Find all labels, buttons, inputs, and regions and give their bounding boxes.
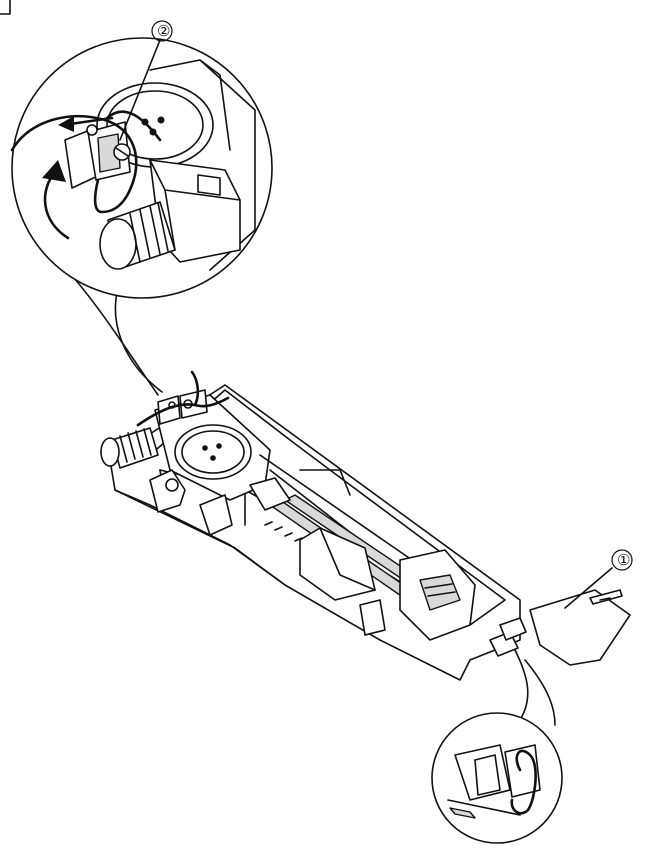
detail-circle-top-leader-2 xyxy=(114,287,163,393)
detail-circle-bottom xyxy=(431,649,563,844)
thread-bottom xyxy=(510,749,537,815)
adjustment-knob xyxy=(99,218,137,270)
page-corner-mark xyxy=(0,0,11,15)
buttonhole-foot xyxy=(100,370,631,681)
detail-circle-bottom-leader xyxy=(514,649,529,721)
thread-top xyxy=(10,114,138,214)
callout-1-label: ① xyxy=(617,551,630,569)
detail-circle-top xyxy=(10,37,273,396)
pull-arrow-icon xyxy=(68,116,114,126)
button-in-holder xyxy=(174,424,252,480)
callout-2-label: ② xyxy=(157,22,170,40)
